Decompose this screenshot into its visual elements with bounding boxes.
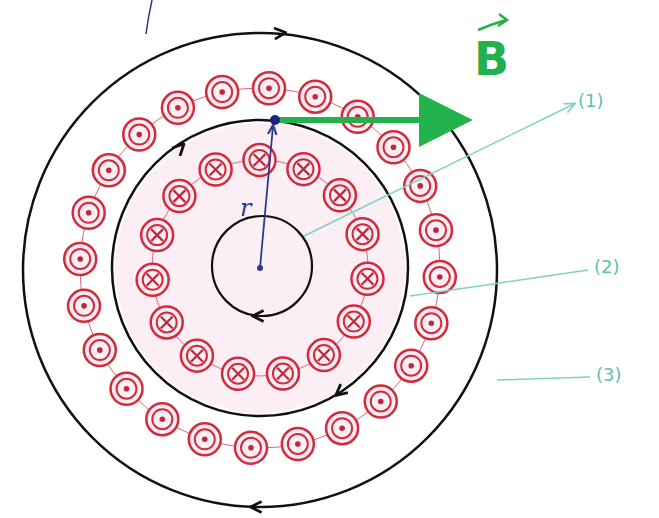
current-out-symbol [404, 170, 436, 202]
coil-shading [115, 123, 405, 413]
leader-line [304, 104, 574, 236]
current-in-symbol [151, 306, 183, 338]
radius-line [260, 126, 273, 268]
callout-number: (1) [578, 92, 604, 110]
center-dot [257, 265, 263, 271]
current-in-symbol [141, 219, 173, 251]
current-out-symbol [365, 385, 397, 417]
current-out-symbol [377, 131, 409, 163]
current-out-symbol [73, 197, 105, 229]
current-out-symbol [326, 412, 358, 444]
current-out-symbol [282, 428, 314, 460]
current-out-symbol [93, 154, 125, 186]
current-out-symbol [342, 101, 374, 133]
loop-2 [112, 120, 408, 416]
current-in-symbol [200, 154, 232, 186]
stray-stroke [146, 0, 152, 34]
current-in-symbol [287, 153, 319, 185]
current-out-symbol [123, 119, 155, 151]
loop-3 [23, 33, 497, 507]
callout-number: (3) [596, 366, 622, 384]
callout-number: (2) [594, 258, 620, 276]
current-out-symbol [68, 290, 100, 322]
current-in-symbol [267, 358, 299, 390]
current-in-symbol [338, 306, 370, 338]
outer-coil-path [80, 88, 440, 448]
current-out-symbol [253, 72, 285, 104]
current-out-symbol [415, 307, 447, 339]
inner-coil-path [152, 160, 368, 376]
loop-arrow [340, 382, 352, 392]
current-out-symbol [64, 243, 96, 275]
current-in-symbol [347, 218, 379, 250]
current-out-symbol [206, 76, 238, 108]
loop-arrow [256, 507, 278, 508]
current-in-symbol [137, 264, 169, 296]
current-out-symbol [84, 334, 116, 366]
current-out-symbol [162, 92, 194, 124]
current-out-symbol [146, 403, 178, 435]
loop-1 [212, 216, 312, 316]
current-in-symbol [324, 179, 356, 211]
current-in-symbol [351, 263, 383, 295]
loop-arrow [258, 33, 280, 35]
loop-arrow [168, 148, 180, 160]
current-in-symbol [181, 340, 213, 372]
field-vector [275, 117, 462, 123]
current-out-symbol [420, 214, 452, 246]
vector-mark [478, 20, 506, 30]
radius-symbol: r [240, 196, 251, 220]
current-in-symbol [308, 339, 340, 371]
leader-line [410, 270, 588, 296]
leader-line [497, 377, 590, 380]
current-out-symbol [424, 261, 456, 293]
current-out-symbol [235, 432, 267, 464]
vector-mark [498, 14, 507, 26]
loop-arrow [258, 316, 270, 317]
field-symbol: B [474, 36, 509, 82]
current-in-symbol [163, 180, 195, 212]
current-out-symbol [299, 81, 331, 113]
current-in-symbol [222, 358, 254, 390]
current-out-symbol [395, 350, 427, 382]
current-out-symbol [111, 373, 143, 405]
current-out-symbol [189, 423, 221, 455]
field-point [270, 115, 280, 125]
